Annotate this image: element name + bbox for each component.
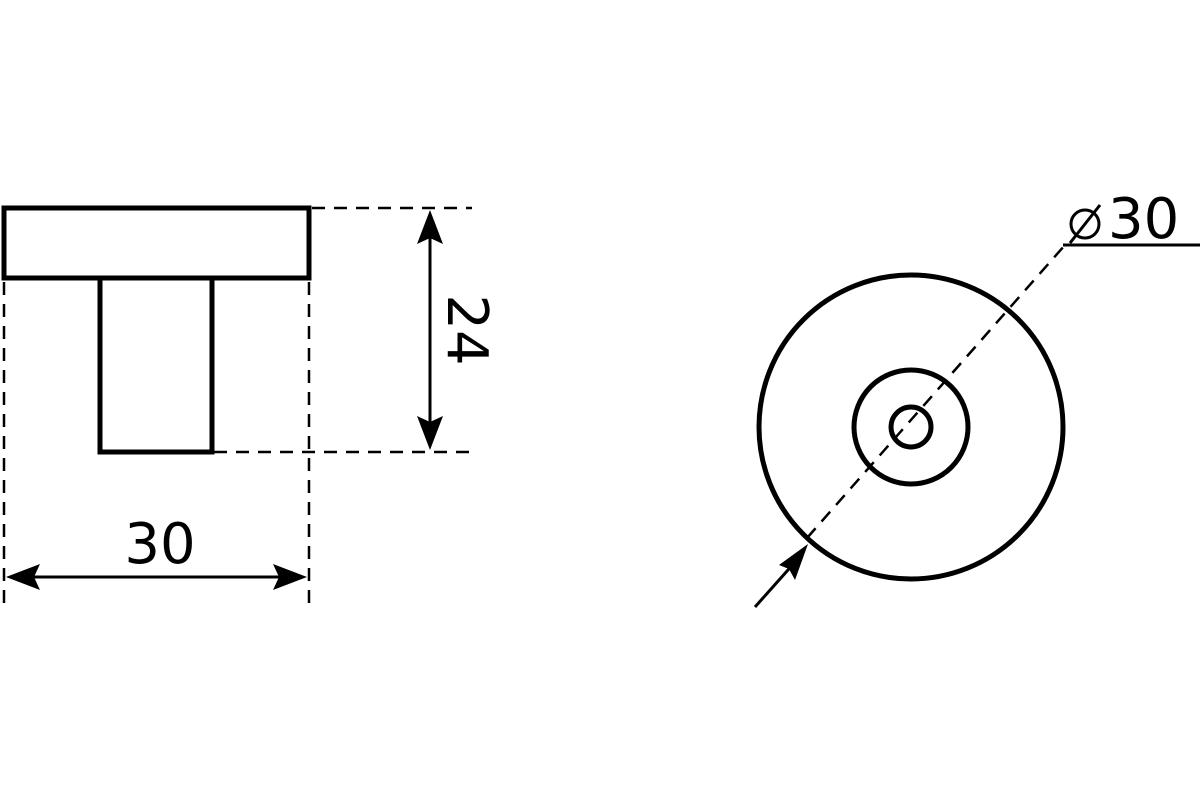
side-view: 30 24 [1,205,499,612]
width-arrow-left [6,564,40,590]
diameter-arrow [779,544,808,580]
width-dimension: 30 [6,512,307,590]
diameter-dimension-label: 30 [1108,187,1179,252]
width-dimension-label: 30 [124,512,195,577]
knob-stem-outline [97,275,215,455]
height-dimension: 24 [417,210,499,450]
knob-head-outline [1,205,312,281]
center-hole [888,404,934,450]
width-arrow-right [273,564,307,590]
height-arrow-bottom [417,416,443,450]
height-dimension-label: 24 [434,294,499,365]
diameter-symbol-icon [1068,204,1102,244]
height-arrow-top [417,210,443,244]
front-view: 30 [753,187,1200,608]
outer-circle [756,272,1066,582]
middle-circle [851,367,971,487]
